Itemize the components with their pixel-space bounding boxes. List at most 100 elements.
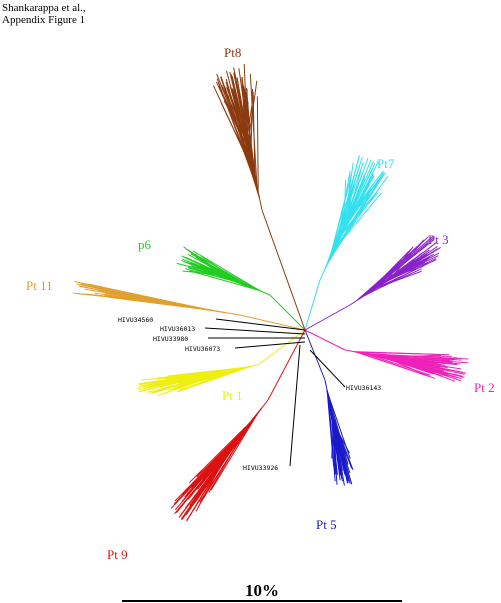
reference-branch — [309, 349, 346, 388]
caption-authors: Shankarappa et al., — [2, 2, 86, 14]
leaf-branch — [157, 366, 248, 391]
leaf-branch — [252, 91, 256, 177]
leaf-branch — [396, 354, 442, 360]
clade-label-pt5: Pt 5 — [316, 517, 337, 532]
leaf-branch — [357, 248, 438, 301]
leaf-branch — [195, 449, 230, 512]
reference-label: HIVU36013 — [160, 325, 195, 333]
leaf-branch — [181, 419, 253, 502]
leaf-branch — [191, 265, 261, 292]
leaf-branch — [231, 88, 249, 144]
leaf-branch — [355, 351, 427, 377]
reference-label: HIVU34560 — [118, 316, 153, 324]
leaf-branch — [231, 75, 246, 132]
clade-label-pt7: Pt7 — [377, 156, 395, 171]
leaf-branch — [336, 173, 351, 244]
leaf-branch — [327, 175, 373, 264]
clade-pt3 — [304, 235, 441, 331]
clade-label-pt9: Pt 9 — [107, 547, 128, 562]
clade-pt9 — [170, 329, 306, 522]
leaf-branch — [330, 408, 346, 453]
leaf-branch — [256, 96, 259, 193]
leaf-branch — [170, 371, 224, 382]
leaf-branch — [189, 262, 226, 277]
figure-caption: Shankarappa et al., Appendix Figure 1 — [2, 2, 86, 26]
reference-branch — [234, 341, 306, 349]
reference-branch — [289, 344, 301, 467]
clade-stem — [304, 304, 351, 331]
clade-pt1 — [136, 329, 306, 396]
clade-label-pt11: Pt 11 — [26, 278, 53, 293]
leaf-branch — [189, 270, 259, 291]
clade-stem — [239, 314, 306, 331]
clade-stem — [304, 279, 321, 331]
leaf-branch — [233, 72, 250, 151]
leaf-branch — [349, 170, 384, 216]
leaf-branch — [375, 270, 422, 289]
leaf-branch — [353, 351, 450, 356]
leaf-branch — [216, 78, 259, 190]
clade-pt5 — [304, 329, 354, 486]
leaf-branch — [333, 423, 346, 475]
leaf-branch — [358, 239, 434, 300]
clade-stem — [304, 329, 346, 351]
caption-figure-number: Appendix Figure 1 — [2, 14, 86, 26]
leaf-branch — [201, 256, 243, 284]
leaf-branch — [343, 188, 360, 228]
clade-pt2 — [304, 329, 469, 382]
leaf-branch — [178, 371, 226, 385]
clade-label-pt8: Pt8 — [224, 45, 241, 60]
leaf-branch — [238, 68, 253, 165]
clade-pt7 — [304, 155, 389, 331]
leaf-branch — [385, 246, 414, 282]
leaf-branch — [367, 246, 418, 294]
clade-stem — [261, 209, 306, 331]
reference-label: HIVU33926 — [243, 464, 278, 472]
leaf-branch — [381, 253, 426, 285]
reference-branch — [204, 327, 306, 335]
leaf-branch — [330, 410, 337, 475]
reference-label: HIVU36073 — [185, 345, 220, 353]
leaf-branch — [220, 102, 255, 172]
clade-p6 — [176, 246, 306, 331]
leaf-branch — [72, 292, 156, 302]
leaf-branch — [101, 289, 160, 302]
leaf-branch — [331, 415, 346, 457]
leaf-branch — [167, 366, 248, 377]
leaf-branch — [233, 67, 259, 191]
reference-label: HIVU33980 — [153, 335, 188, 343]
clade-pt8 — [212, 64, 306, 331]
leaf-branch — [226, 87, 251, 154]
leaf-branch — [394, 358, 454, 361]
leaf-branch — [330, 173, 363, 257]
leaf-branch — [166, 368, 237, 380]
leaf-branch — [348, 163, 376, 218]
leaf-branch — [196, 453, 227, 501]
leaf-branch — [181, 422, 251, 495]
scale-bar-label: 10% — [245, 581, 279, 600]
leaf-branch — [188, 420, 252, 483]
reference-branches — [204, 318, 346, 467]
clade-pt11 — [72, 280, 306, 331]
leaf-branch — [178, 366, 251, 393]
leaf-branch — [327, 182, 379, 265]
leaf-branch — [325, 162, 364, 269]
clade-stem — [269, 294, 306, 331]
clade-label-p6: p6 — [138, 237, 152, 252]
clade-label-pt3: Pt 3 — [428, 232, 449, 247]
leaf-branch — [347, 174, 365, 220]
clade-stem — [267, 329, 306, 401]
leaf-branch — [390, 243, 422, 278]
leaf-branch — [89, 283, 205, 310]
leaf-branch — [386, 241, 437, 281]
leaf-branch — [186, 436, 240, 522]
leaf-branch — [330, 164, 361, 258]
leaf-branch — [244, 88, 256, 177]
clade-label-pt2: Pt 2 — [474, 380, 495, 395]
reference-branch — [215, 318, 306, 331]
leaf-branch — [192, 254, 225, 277]
leaf-branch — [365, 353, 453, 365]
leaf-branch — [192, 250, 261, 292]
leaf-branch — [385, 356, 431, 378]
